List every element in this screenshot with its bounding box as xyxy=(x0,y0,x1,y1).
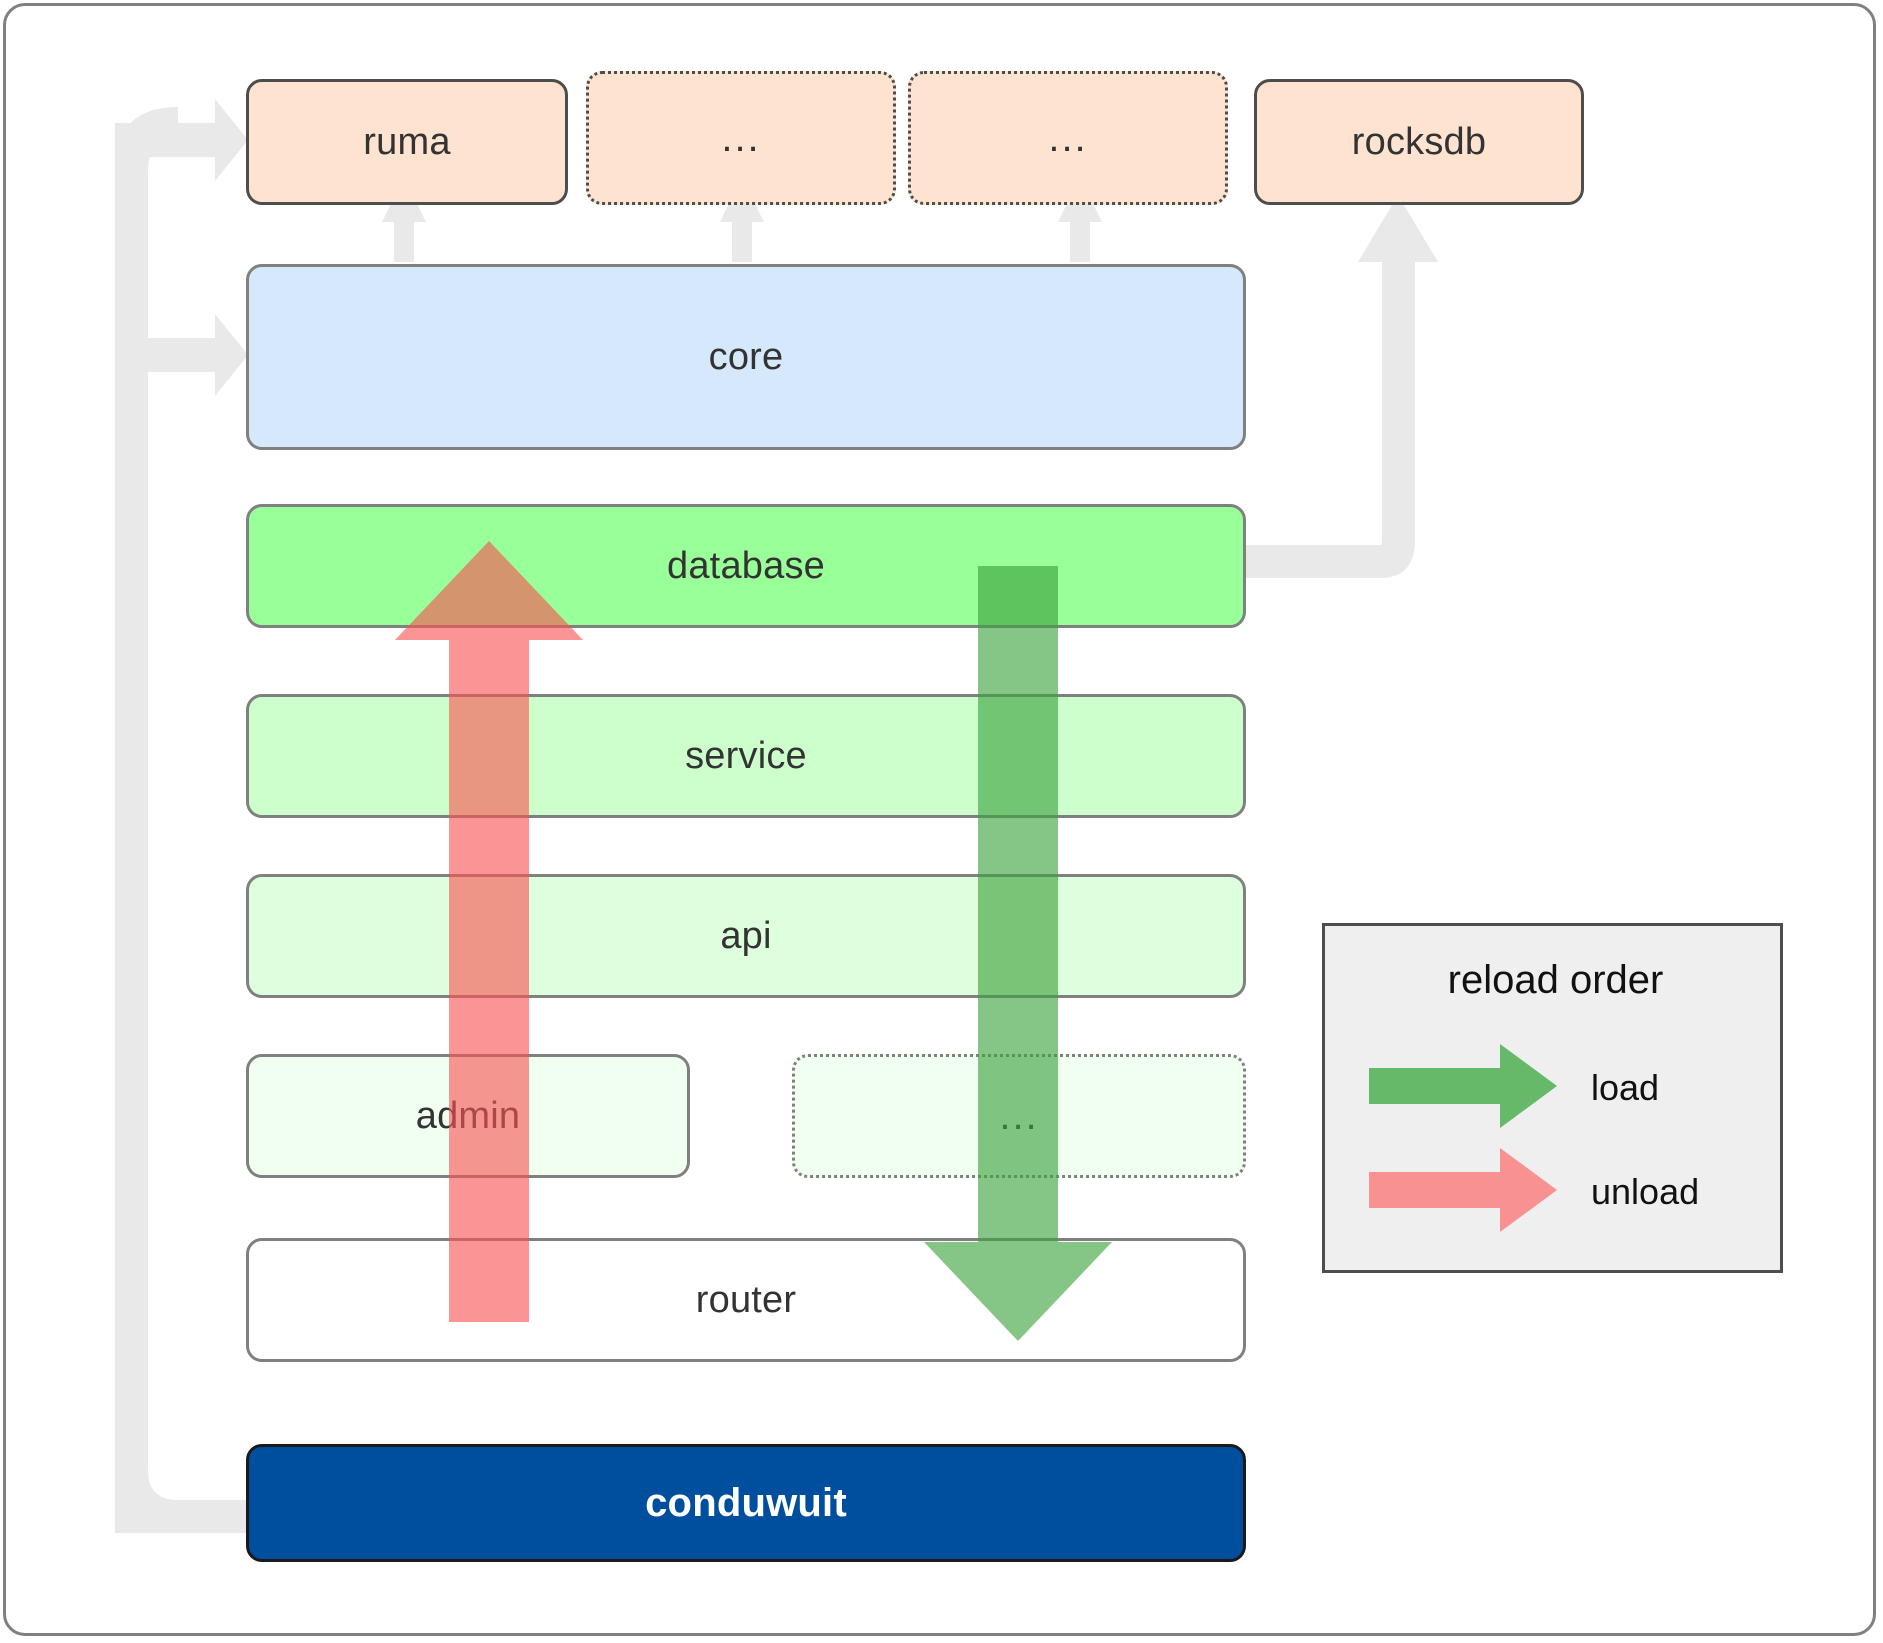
layer-label: service xyxy=(685,734,807,777)
legend-arrow-swatches xyxy=(1369,1044,1557,1232)
layer-box-service[interactable]: service xyxy=(246,694,1246,818)
layer-box-core[interactable]: core xyxy=(246,264,1246,450)
legend-title: reload order xyxy=(1447,958,1664,1002)
layer-label: core xyxy=(708,335,784,378)
layer-label: router xyxy=(695,1278,797,1321)
layer-label: admin xyxy=(415,1094,521,1137)
layer-label: ... xyxy=(999,1094,1039,1138)
layer-box-ellipsis[interactable]: ... xyxy=(792,1054,1246,1178)
layer-box-api[interactable]: api xyxy=(246,874,1246,998)
layer-box-admin[interactable]: admin xyxy=(246,1054,690,1178)
legend-label-unload: unload xyxy=(1591,1171,1700,1212)
dependency-box-ellipsis-2[interactable]: ... xyxy=(908,71,1228,205)
layer-label: api xyxy=(720,914,772,957)
layer-label: database xyxy=(667,544,825,587)
diagram-frame xyxy=(3,3,1876,1636)
dependency-box-ruma[interactable]: ruma xyxy=(246,79,568,205)
dependency-box-ellipsis-1[interactable]: ... xyxy=(586,71,896,205)
dependency-label: ... xyxy=(721,116,761,160)
legend-panel: reload order load unload xyxy=(1322,923,1783,1273)
dependency-label: rocksdb xyxy=(1351,120,1487,163)
legend-load-arrow-icon xyxy=(1369,1044,1557,1128)
dependency-box-rocksdb[interactable]: rocksdb xyxy=(1254,79,1584,205)
dependency-label: ruma xyxy=(363,120,451,163)
root-label: conduwuit xyxy=(645,1480,847,1525)
legend-label-load: load xyxy=(1591,1067,1660,1108)
dependency-label: ... xyxy=(1048,116,1088,160)
layer-box-router[interactable]: router xyxy=(246,1238,1246,1362)
layer-box-database[interactable]: database xyxy=(246,504,1246,628)
legend-unload-arrow-icon xyxy=(1369,1148,1557,1232)
root-box-conduwuit[interactable]: conduwuit xyxy=(246,1444,1246,1562)
